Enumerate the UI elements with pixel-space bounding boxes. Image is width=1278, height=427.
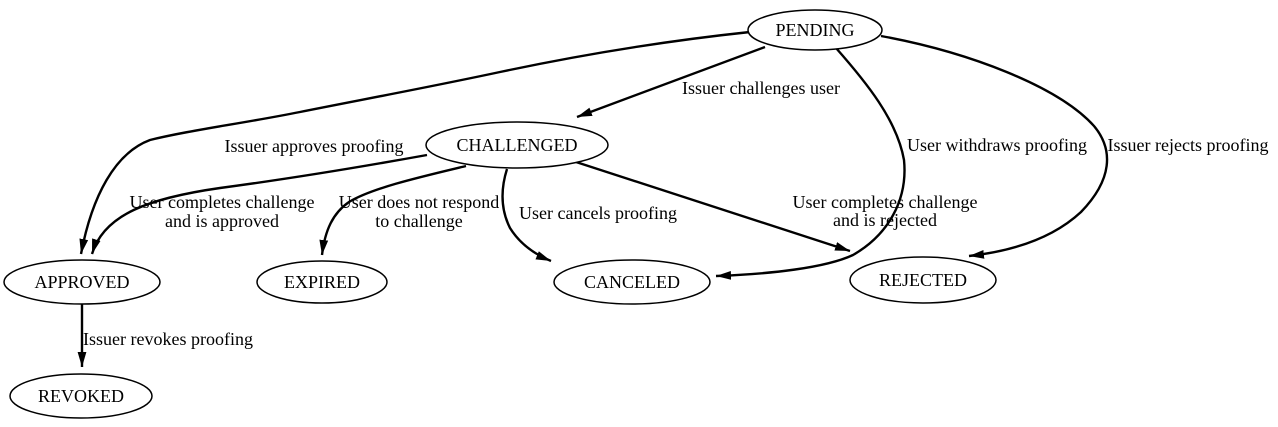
state-node-label-challenged: CHALLENGED xyxy=(457,135,578,155)
transition-edge-challenged-approved xyxy=(90,153,428,255)
transition-label-challenged-canceled: User cancels proofing xyxy=(519,203,677,223)
state-node-expired: EXPIRED xyxy=(256,260,388,304)
state-node-ellipse-pending xyxy=(747,9,883,51)
transition-edge-challenged-canceled xyxy=(501,168,552,263)
transition-label-challenged-approved-line2: and is approved xyxy=(165,211,279,231)
nodes-layer: PENDING CHALLENGED APPROVED EXPIRED CANCELED… xyxy=(3,9,997,419)
transition-label-pending-approved: Issuer approves proofing xyxy=(225,136,404,156)
transition-edge-pending-approved xyxy=(79,30,751,255)
state-node-canceled: CANCELED xyxy=(553,259,711,305)
transition-label-challenged-approved-line1: User completes challenge xyxy=(130,192,315,212)
transition-label-pending-rejected: Issuer rejects proofing xyxy=(1108,135,1269,155)
state-node-label-canceled: CANCELED xyxy=(584,272,680,292)
transition-label-approved-revoked: Issuer revokes proofing xyxy=(83,329,253,349)
state-node-label-expired: EXPIRED xyxy=(284,272,360,292)
state-node-ellipse-approved xyxy=(3,259,161,305)
transition-label-challenged-expired-line2: to challenge xyxy=(375,211,462,231)
transition-edge-pending-challenged xyxy=(576,45,766,119)
transition-edge-pending-rejected xyxy=(880,34,1109,259)
state-node-label-pending: PENDING xyxy=(776,20,855,40)
transition-label-pending-challenged: Issuer challenges user xyxy=(682,78,840,98)
state-node-ellipse-canceled xyxy=(553,259,711,305)
edges-layer xyxy=(77,30,1109,367)
state-node-ellipse-challenged xyxy=(425,121,609,169)
state-node-ellipse-expired xyxy=(256,260,388,304)
transition-label-challenged-expired-line1: User does not respond xyxy=(339,192,499,212)
transition-edge-challenged-expired xyxy=(319,164,467,256)
transition-label-challenged-rejected-line2: and is rejected xyxy=(833,210,937,230)
state-node-label-approved: APPROVED xyxy=(34,272,129,292)
state-node-revoked: REVOKED xyxy=(9,373,153,419)
state-node-ellipse-rejected xyxy=(849,256,997,304)
state-node-label-rejected: REJECTED xyxy=(879,270,967,290)
transition-edge-pending-canceled xyxy=(715,47,906,280)
state-node-challenged: CHALLENGED xyxy=(425,121,609,169)
state-node-approved: APPROVED xyxy=(3,259,161,305)
transition-label-pending-canceled: User withdraws proofing xyxy=(907,135,1087,155)
state-node-rejected: REJECTED xyxy=(849,256,997,304)
transition-label-challenged-rejected-line1: User completes challenge xyxy=(793,192,978,212)
state-node-ellipse-revoked xyxy=(9,373,153,419)
state-node-label-revoked: REVOKED xyxy=(38,386,124,406)
transition-edge-challenged-rejected xyxy=(575,160,851,253)
state-node-pending: PENDING xyxy=(747,9,883,51)
